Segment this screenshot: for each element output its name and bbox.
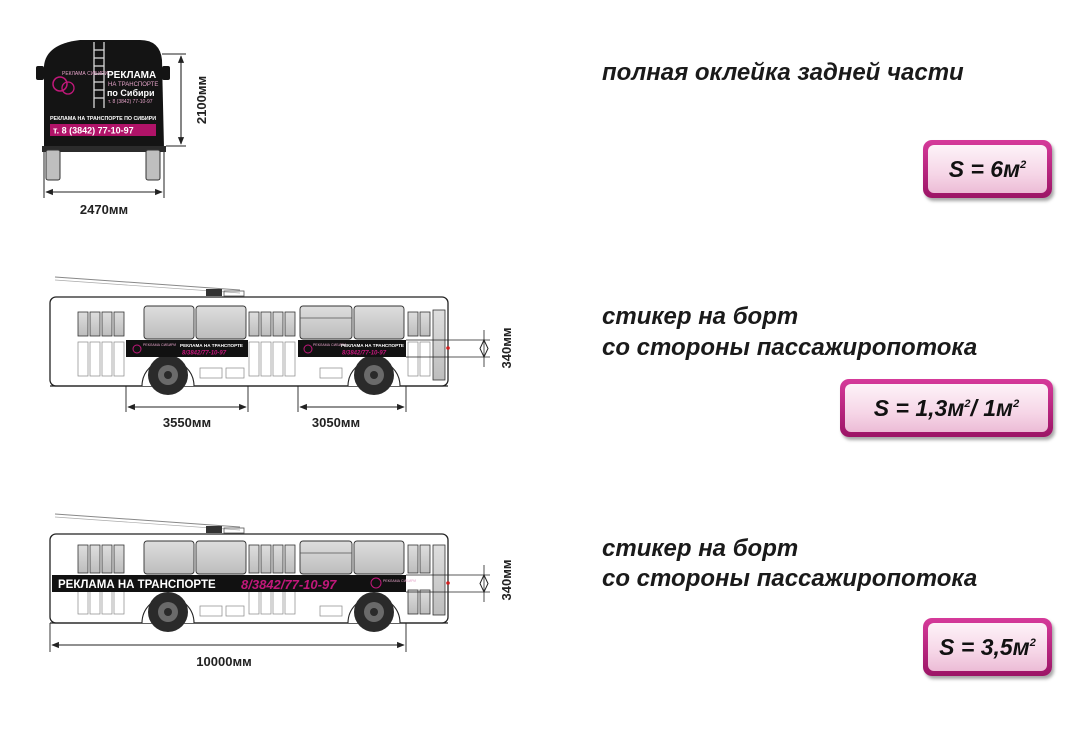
- rear-caption: полная оклейка задней части: [602, 59, 964, 86]
- bus1-sticker-rear: РЕКЛАМА СИБИРИ РЕКЛАМА НА ТРАНСПОРТЕ 8/3…: [298, 340, 406, 357]
- bus-side-view-1: РЕКЛАМА СИБИРИ РЕКЛАМА НА ТРАНСПОРТЕ 8/3…: [49, 276, 514, 430]
- rear-ad-line3: по Сибири: [107, 88, 155, 98]
- rear-ad-line4: РЕКЛАМА НА ТРАНСПОРТЕ ПО СИБИРИ: [50, 116, 156, 122]
- rear-width-label: 2470мм: [80, 202, 128, 217]
- bus2-sticker-text: РЕКЛАМА НА ТРАНСПОРТЕ: [58, 579, 216, 591]
- bus1-body: [49, 276, 450, 395]
- bus-rear-view: РЕКЛАМА СИБИРИ РЕКЛАМА НА ТРАНСПОРТЕ по …: [36, 40, 209, 217]
- bus2-body: [49, 513, 450, 632]
- bus1-sticker-front-brand: РЕКЛАМА СИБИРИ: [143, 343, 177, 347]
- rear-ad-phone-small: т. 8 (3842) 77-10-97: [108, 99, 153, 105]
- side2-caption-line1: стикер на борт: [602, 535, 799, 562]
- rear-ad-line1: РЕКЛАМА: [107, 70, 156, 81]
- bus1-sticker-rear-phone: 8/3842/77-10-97: [342, 351, 387, 357]
- bus1-sticker-front-text: РЕКЛАМА НА ТРАНСПОРТЕ: [180, 343, 243, 348]
- side1-caption-line2: со стороны пассажиропотока: [602, 334, 978, 361]
- rear-height-label: 2100мм: [194, 76, 209, 124]
- side1-caption-line1: стикер на борт: [602, 303, 799, 330]
- bus-side-view-2: РЕКЛАМА НА ТРАНСПОРТЕ 8/3842/77-10-97 РЕ…: [49, 513, 514, 669]
- rear-ad-phone: т. 8 (3842) 77-10-97: [53, 126, 134, 136]
- bus2-sticker-brand: РЕКЛАМА СИБИРИ: [383, 579, 417, 583]
- bus2-sticker: РЕКЛАМА НА ТРАНСПОРТЕ 8/3842/77-10-97 РЕ…: [52, 575, 417, 592]
- bus1-height-label: 340мм: [499, 328, 514, 369]
- rear-logo: РЕКЛАМА СИБИРИ: [52, 71, 109, 95]
- bus1-sticker-front-phone: 8/3842/77-10-97: [182, 351, 227, 357]
- bus1-sticker-rear-text: РЕКЛАМА НА ТРАНСПОРТЕ: [341, 343, 404, 348]
- bus2-height-label: 340мм: [499, 560, 514, 601]
- side2-caption-line2: со стороны пассажиропотока: [602, 565, 978, 592]
- rear-brand-text: РЕКЛАМА СИБИРИ: [62, 71, 109, 77]
- bus1-dim-b-label: 3050мм: [312, 415, 360, 430]
- bus1-dim-a-label: 3550мм: [163, 415, 211, 430]
- bus1-sticker-front: РЕКЛАМА СИБИРИ РЕКЛАМА НА ТРАНСПОРТЕ 8/3…: [126, 340, 248, 357]
- bus2-length-label: 10000мм: [196, 654, 251, 669]
- bus2-sticker-phone: 8/3842/77-10-97: [241, 577, 337, 592]
- bus1-sticker-rear-brand: РЕКЛАМА СИБИРИ: [313, 343, 347, 347]
- rear-ad-line2: НА ТРАНСПОРТЕ: [108, 82, 158, 88]
